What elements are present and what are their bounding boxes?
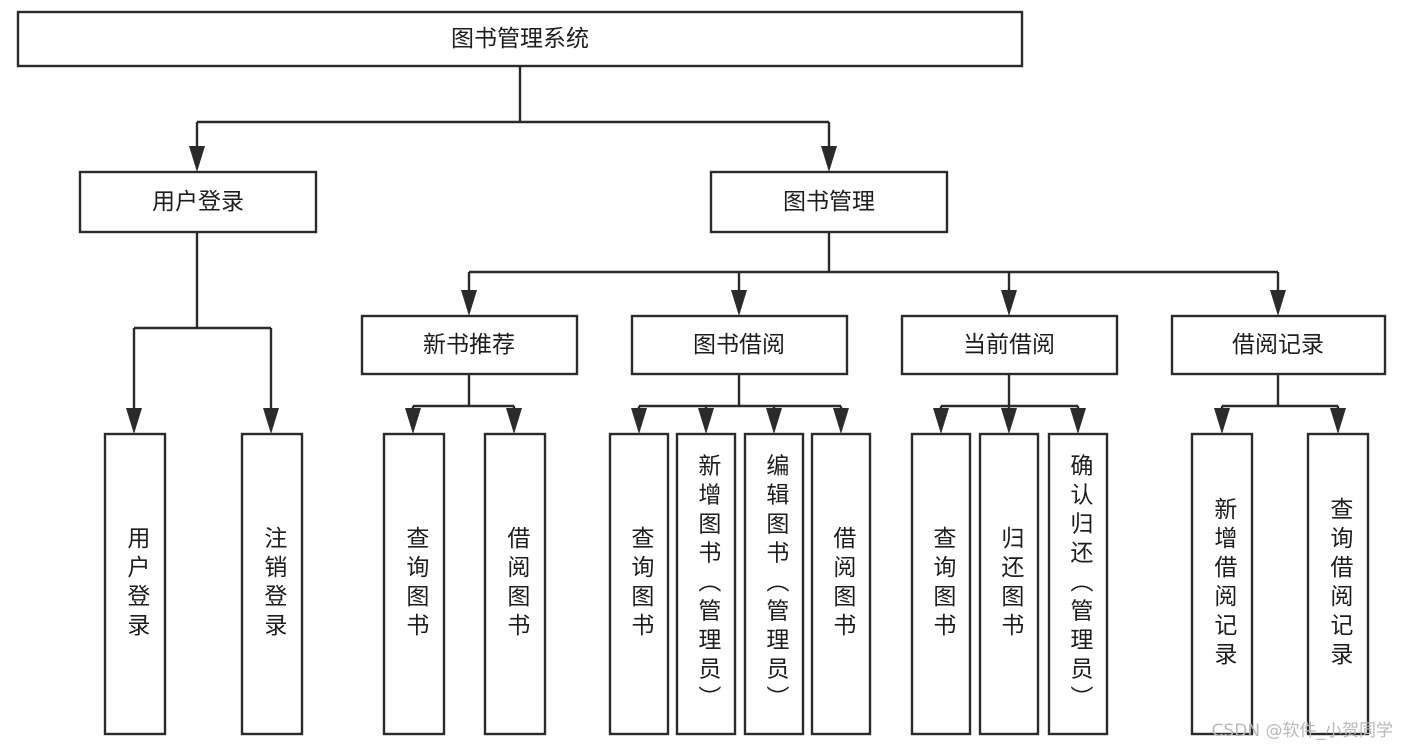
leaf-user-login-logout[interactable]: 注销登录 [240,432,304,736]
arrow-head-records-2 [1330,408,1346,434]
node-new-book-recommend-label: 新书推荐 [423,331,515,357]
connector-current-to-leaves [933,374,1086,434]
node-borrow-records-label: 借阅记录 [1232,331,1324,357]
leaf-borrow-query-box[interactable] [608,432,670,736]
leaf-user-login-login-box[interactable] [103,432,167,736]
leaf-borrow-query-label: 查询图书 [628,526,655,642]
leaf-current-return[interactable]: 归还图书 [978,432,1040,736]
leaf-borrow-add-book[interactable]: 新增图书（管理员） [675,432,737,736]
node-book-management-box[interactable] [709,170,949,234]
node-book-borrow[interactable]: 图书借阅 [630,314,849,376]
arrow-head-book-mgmt [821,146,837,172]
node-borrow-records[interactable]: 借阅记录 [1170,314,1387,376]
leaf-borrow-add-book-box[interactable] [675,432,737,736]
node-root-box[interactable] [16,10,1024,68]
leaf-borrow-borrow-book[interactable]: 借阅图书 [810,432,872,736]
arrow-head-borrow-2 [698,408,714,434]
leaf-new-book-query-label: 查询图书 [403,526,430,642]
connector-userlogin-to-leaves [126,232,279,434]
arrow-head-borrow-3 [766,408,782,434]
leaf-user-login-logout-box[interactable] [240,432,304,736]
connector-records-to-leaves [1214,374,1346,434]
node-book-management[interactable]: 图书管理 [709,170,949,234]
arrow-head-newbook-borrow [506,408,522,434]
leaf-new-book-borrow-label: 借阅图书 [504,526,531,642]
arrow-head-records [1270,290,1286,316]
leaf-borrow-borrow-book-box[interactable] [810,432,872,736]
node-user-login-label: 用户登录 [152,188,244,214]
node-book-borrow-label: 图书借阅 [693,331,785,357]
arrow-head-borrow [731,290,747,316]
leaf-current-query[interactable]: 查询图书 [910,432,972,736]
leaf-records-query-label: 查询借阅记录 [1327,497,1354,671]
arrow-head-borrow-4 [833,408,849,434]
arrow-head-records-1 [1214,408,1230,434]
leaf-borrow-borrow-book-label: 借阅图书 [830,526,857,642]
leaf-user-login-login-label: 用户登录 [124,526,151,642]
node-book-management-label: 图书管理 [783,188,875,214]
leaf-current-confirm-return[interactable]: 确认归还（管理员） [1047,432,1109,736]
arrow-head-current [1001,290,1017,316]
leaf-borrow-add-book-label: 新增图书（管理员） [695,454,722,715]
node-current-borrow[interactable]: 当前借阅 [900,314,1119,376]
leaf-current-return-label: 归还图书 [998,526,1025,642]
node-root-label: 图书管理系统 [451,25,589,51]
connector-borrow-to-leaves [631,374,849,434]
node-new-book-recommend[interactable]: 新书推荐 [360,314,579,376]
leaf-user-login-logout-label: 注销登录 [261,526,288,642]
connector-bookmgmt-to-level3 [461,232,1286,316]
node-borrow-records-box[interactable] [1170,314,1387,376]
connector-newbook-to-leaves [405,374,522,434]
leaf-records-query[interactable]: 查询借阅记录 [1306,432,1370,736]
leaf-records-query-box[interactable] [1306,432,1370,736]
node-user-login[interactable]: 用户登录 [78,170,318,234]
arrow-head-current-2 [1001,408,1017,434]
leaf-current-query-label: 查询图书 [930,526,957,642]
arrow-head-newbook-query [405,408,421,434]
node-root-system[interactable]: 图书管理系统 [16,10,1024,68]
arrow-head-user-login [189,146,205,172]
arrow-head-current-3 [1070,408,1086,434]
arrow-head-leaf-logout [263,408,279,434]
node-book-borrow-box[interactable] [630,314,849,376]
arrow-head-leaf-user-login [126,408,142,434]
connector-root-to-level2 [189,66,837,172]
arrow-head-current-1 [933,408,949,434]
leaf-new-book-query[interactable]: 查询图书 [382,432,446,736]
leaf-records-add-box[interactable] [1190,432,1254,736]
node-new-book-recommend-box[interactable] [360,314,579,376]
leaf-borrow-edit-book-box[interactable] [743,432,805,736]
leaf-new-book-borrow-box[interactable] [483,432,547,736]
node-current-borrow-box[interactable] [900,314,1119,376]
leaf-user-login-login[interactable]: 用户登录 [103,432,167,736]
arrow-head-borrow-1 [631,408,647,434]
leaf-current-return-box[interactable] [978,432,1040,736]
leaf-new-book-borrow[interactable]: 借阅图书 [483,432,547,736]
leaf-current-confirm-return-box[interactable] [1047,432,1109,736]
leaf-current-query-box[interactable] [910,432,972,736]
leaf-records-add-label: 新增借阅记录 [1211,497,1238,671]
leaf-current-confirm-return-label: 确认归还（管理员） [1067,454,1094,715]
leaf-new-book-query-box[interactable] [382,432,446,736]
leaf-records-add[interactable]: 新增借阅记录 [1190,432,1254,736]
node-current-borrow-label: 当前借阅 [963,331,1055,357]
leaf-borrow-edit-book[interactable]: 编辑图书（管理员） [743,432,805,736]
node-user-login-box[interactable] [78,170,318,234]
leaf-borrow-query[interactable]: 查询图书 [608,432,670,736]
arrow-head-new-book [461,290,477,316]
leaf-borrow-edit-book-label: 编辑图书（管理员） [763,454,790,715]
